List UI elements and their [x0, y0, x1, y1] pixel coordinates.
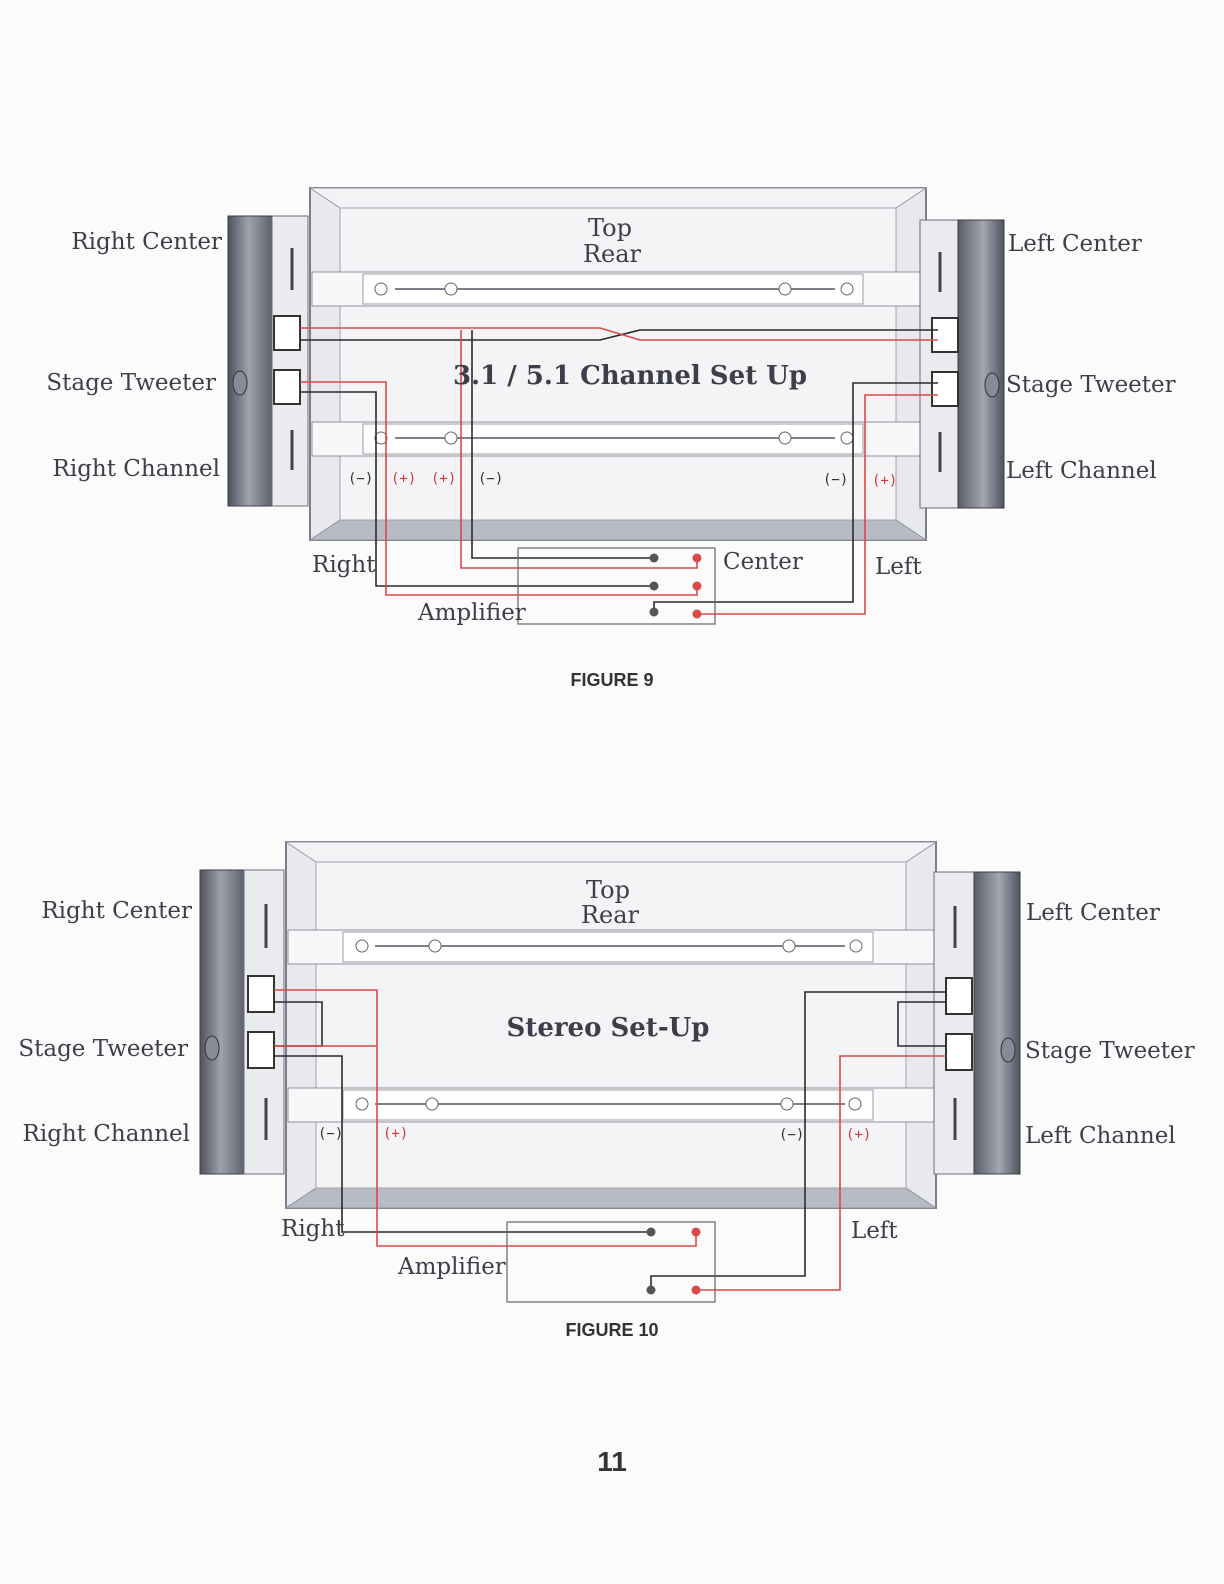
- right-speaker: [227, 215, 309, 507]
- polarity-neg: (−): [348, 471, 373, 487]
- top-bracket: [311, 271, 925, 307]
- label-right-center: Right Center: [71, 229, 222, 255]
- wire-label-amplifier: Amplifier: [397, 1254, 506, 1280]
- rear-label: Rear: [581, 901, 640, 929]
- label-stage-tweeter-right: Stage Tweeter: [1025, 1038, 1195, 1064]
- top-label: Top: [588, 214, 632, 242]
- figure-9-diagram: Top Rear 3.1 / 5.1 Channel Set Up Right …: [46, 187, 1176, 626]
- polarity-neg: (−): [823, 472, 848, 488]
- label-right-channel: Right Channel: [23, 1121, 190, 1147]
- polarity-neg: (−): [779, 1127, 804, 1143]
- left-speaker: [933, 871, 1021, 1175]
- tv-frame: [308, 187, 928, 541]
- rear-label: Rear: [583, 240, 642, 268]
- positive-wires: [300, 327, 938, 615]
- amplifier-box: [517, 547, 716, 625]
- bottom-bracket: [287, 1087, 935, 1123]
- figure-10-diagram: Top Rear Stereo Set-Up Right Center Stag…: [18, 841, 1195, 1303]
- negative-wires: [300, 329, 938, 612]
- wire-label-left: Left: [851, 1218, 898, 1244]
- diagram-title: 3.1 / 5.1 Channel Set Up: [453, 361, 807, 391]
- wire-label-right: Right: [281, 1216, 345, 1242]
- right-speaker: [199, 869, 285, 1175]
- wire-label-center: Center: [723, 549, 803, 575]
- label-stage-tweeter-left: Stage Tweeter: [46, 370, 216, 396]
- top-label: Top: [586, 876, 630, 904]
- wire-label-amplifier: Amplifier: [417, 600, 526, 626]
- left-speaker: [919, 219, 1005, 509]
- bottom-bracket: [311, 421, 925, 457]
- label-left-channel: Left Channel: [1006, 458, 1157, 484]
- polarity-pos: (+): [872, 473, 897, 489]
- polarity-neg: (−): [318, 1126, 343, 1142]
- figure-9-caption: FIGURE 9: [570, 670, 654, 690]
- figure-10-caption: FIGURE 10: [565, 1320, 659, 1340]
- positive-wires: [274, 989, 946, 1291]
- label-left-center: Left Center: [1008, 231, 1142, 257]
- amplifier-box: [506, 1221, 716, 1303]
- label-stage-tweeter-left: Stage Tweeter: [18, 1036, 188, 1062]
- diagram-title: Stereo Set-Up: [507, 1013, 710, 1043]
- wire-label-left: Left: [875, 554, 922, 580]
- label-left-center: Left Center: [1026, 900, 1160, 926]
- page-number: 11: [597, 1446, 627, 1477]
- label-left-channel: Left Channel: [1025, 1123, 1176, 1149]
- wire-label-right: Right: [312, 552, 376, 578]
- polarity-pos: (+): [391, 471, 416, 487]
- tv-frame: [284, 841, 938, 1209]
- polarity-pos: (+): [383, 1126, 408, 1142]
- label-stage-tweeter-right: Stage Tweeter: [1006, 372, 1176, 398]
- top-bracket: [287, 929, 935, 965]
- label-right-center: Right Center: [41, 898, 192, 924]
- polarity-pos: (+): [846, 1127, 871, 1143]
- polarity-pos: (+): [431, 471, 456, 487]
- polarity-neg: (−): [478, 471, 503, 487]
- label-right-channel: Right Channel: [53, 456, 220, 482]
